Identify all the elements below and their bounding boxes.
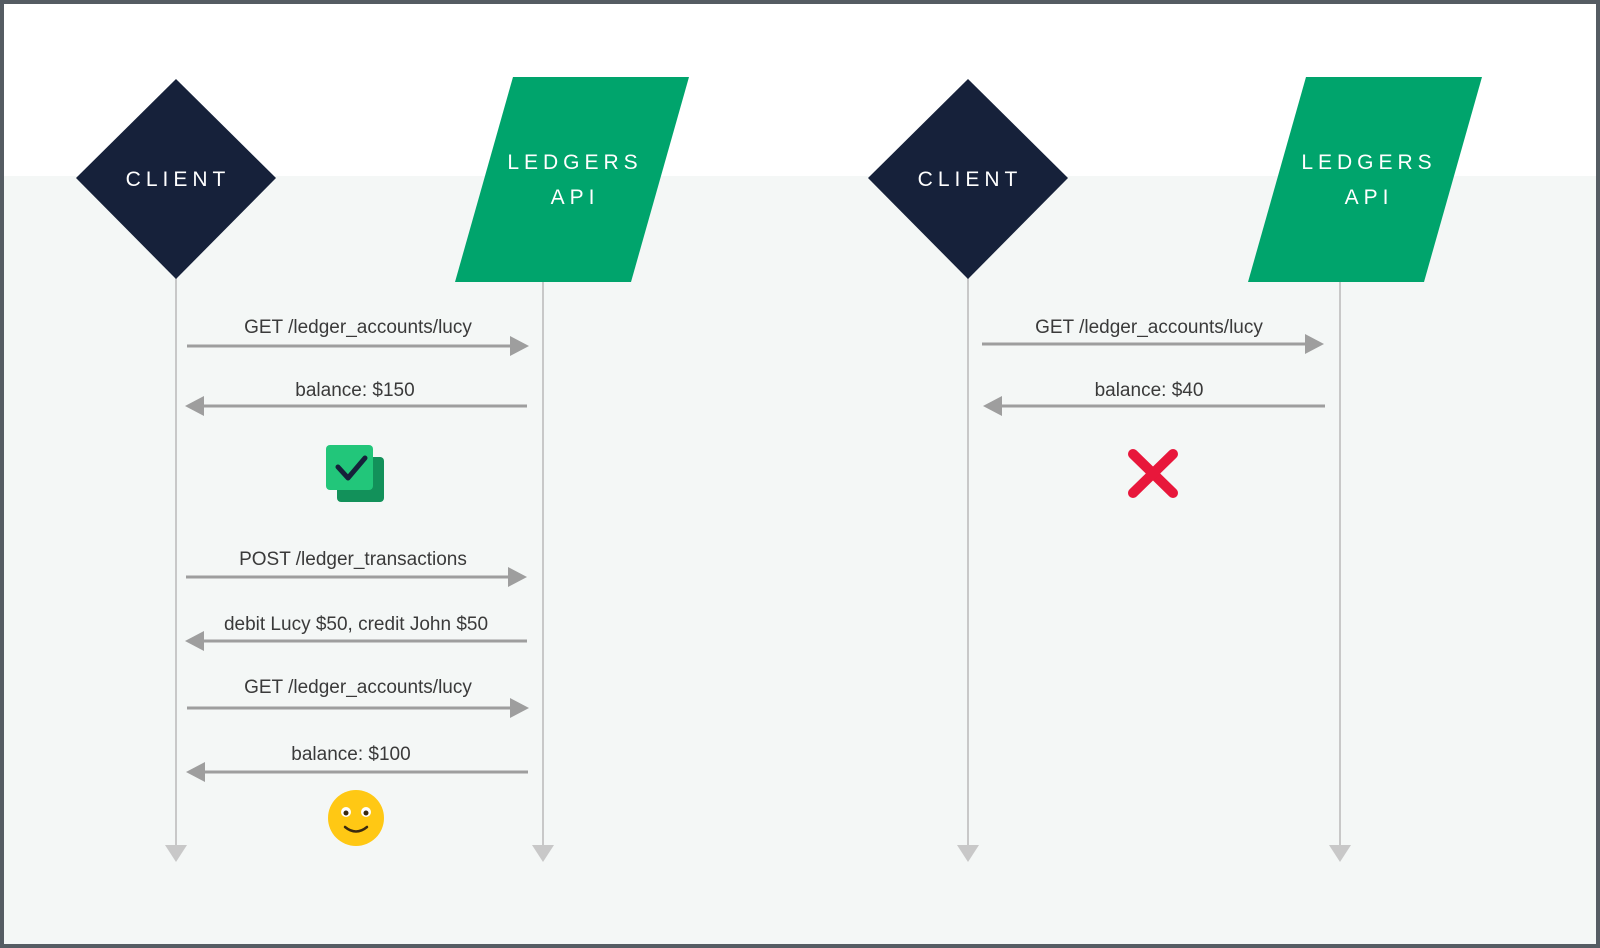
message-label: GET /ledger_accounts/lucy (244, 677, 472, 698)
arrowhead-left (983, 396, 1002, 416)
cross-mark-icon (1128, 449, 1178, 498)
client-label: CLIENT (918, 168, 1023, 191)
message-label: balance: $100 (291, 744, 410, 765)
client-label: CLIENT (126, 168, 231, 191)
api-label-line2: API (1345, 186, 1394, 209)
background-band (4, 176, 1596, 944)
arrowhead-right (510, 336, 529, 356)
client-node (868, 79, 1068, 279)
message-label: debit Lucy $50, credit John $50 (224, 614, 488, 635)
arrowhead-right (508, 567, 527, 587)
message-label: GET /ledger_accounts/lucy (1035, 317, 1263, 338)
api-label-line1: LEDGERS (1301, 151, 1436, 174)
arrowhead-left (185, 631, 204, 651)
arrowhead-left (185, 396, 204, 416)
message-label: balance: $150 (295, 380, 414, 401)
client-node (76, 79, 276, 279)
message-label: POST /ledger_transactions (239, 549, 467, 570)
arrowhead-left (186, 762, 205, 782)
client-lifeline-arrowhead (957, 845, 979, 862)
arrowhead-right (1305, 334, 1324, 354)
check-mark-icon (326, 445, 384, 502)
ledgers-api-node (455, 77, 689, 282)
ledgers-api-node (1248, 77, 1482, 282)
api-lifeline-arrowhead (532, 845, 554, 862)
api-label-line1: LEDGERS (507, 151, 642, 174)
message-label: balance: $40 (1095, 380, 1204, 401)
api-label-line2: API (551, 186, 600, 209)
api-lifeline-arrowhead (1329, 845, 1351, 862)
scenario-success: CLIENT LEDGERS API GET /ledger_accounts/… (76, 77, 689, 862)
client-lifeline-arrowhead (165, 845, 187, 862)
scenario-failure: CLIENT LEDGERS API GET /ledger_accounts/… (868, 77, 1482, 862)
diagram-canvas: CLIENT LEDGERS API GET /ledger_accounts/… (4, 77, 1596, 944)
message-label: GET /ledger_accounts/lucy (244, 317, 472, 338)
arrowhead-right (510, 698, 529, 718)
smiley-face-icon (328, 790, 384, 846)
